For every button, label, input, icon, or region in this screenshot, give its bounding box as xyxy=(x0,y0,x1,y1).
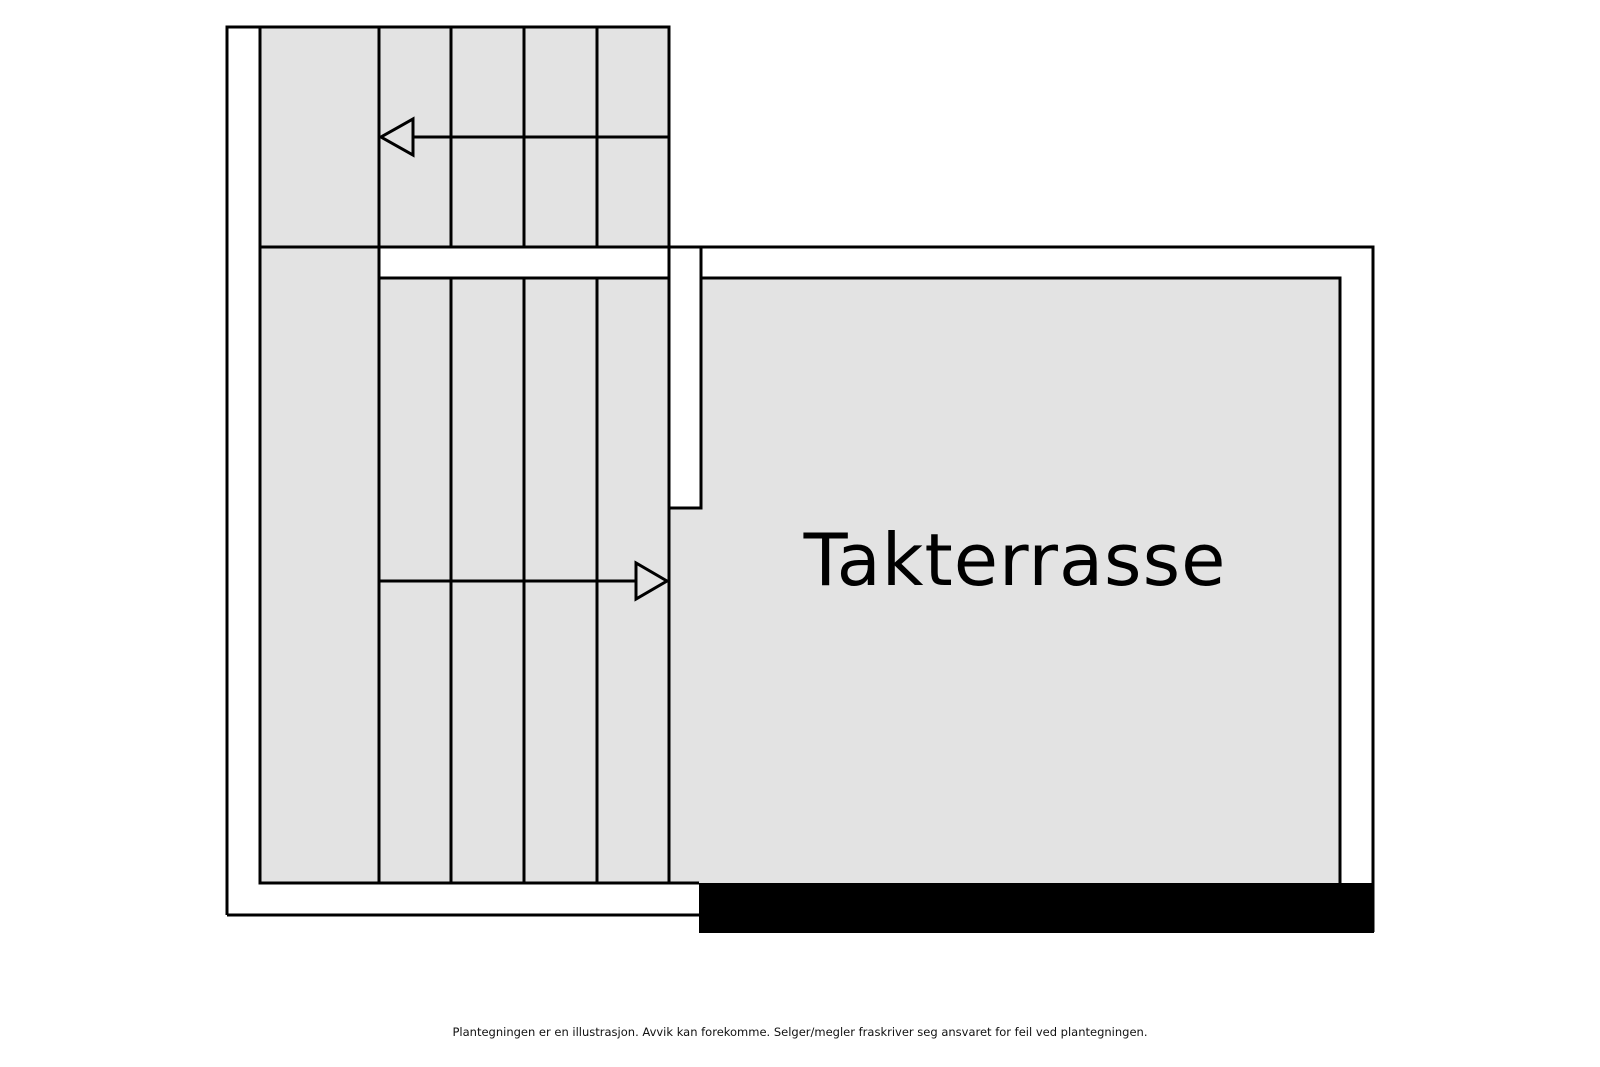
solid-wall xyxy=(699,883,1374,933)
room-label-takterrasse: Takterrasse xyxy=(803,518,1227,602)
wall-between-flights xyxy=(377,245,703,510)
lower-flight-steps xyxy=(379,278,669,883)
disclaimer-text: Plantegningen er en illustrasjon. Avvik … xyxy=(452,1025,1148,1039)
terrace-area xyxy=(667,276,1342,883)
down-right-arrow-icon xyxy=(634,560,670,602)
stair-area xyxy=(258,25,671,885)
upper-flight-steps xyxy=(377,27,669,247)
up-left-arrow-icon xyxy=(377,116,415,158)
